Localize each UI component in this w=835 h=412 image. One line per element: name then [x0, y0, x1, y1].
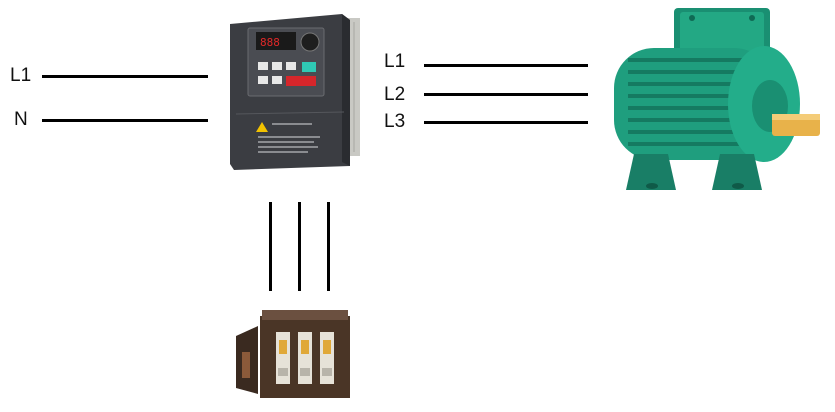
inverter-key — [272, 62, 282, 70]
output-wire-l1 — [424, 64, 588, 67]
control-wire-2 — [298, 202, 301, 291]
electric-motor — [614, 8, 820, 190]
inverter-run-key — [286, 76, 316, 86]
warning-triangle-icon — [256, 122, 268, 132]
control-wire-3 — [327, 202, 330, 291]
output-wire-l3 — [424, 121, 588, 124]
output-wire-l2 — [424, 93, 588, 96]
control-wire-1 — [269, 202, 272, 291]
selector-switch-contact — [320, 332, 334, 384]
frequency-inverter: 888 — [230, 14, 360, 170]
inverter-dial — [300, 32, 320, 52]
inverter-key — [272, 76, 282, 84]
output-label-l1: L1 — [384, 51, 406, 72]
inverter-display — [256, 32, 296, 50]
inverter-key — [258, 62, 268, 70]
selector-switch-contact — [276, 332, 290, 384]
input-label-l1: L1 — [10, 65, 32, 86]
output-label-l2: L2 — [384, 84, 406, 105]
output-label-l3: L3 — [384, 111, 406, 132]
motor-foot — [626, 154, 676, 190]
input-label-n: N — [14, 109, 28, 130]
input-wire-l1 — [42, 75, 208, 78]
inverter-display-digits: 888 — [260, 36, 280, 49]
input-wire-n — [42, 119, 208, 122]
motor-foot — [712, 154, 762, 190]
inverter-enter-key — [302, 62, 316, 72]
inverter-key — [286, 62, 296, 70]
inverter-key — [258, 76, 268, 84]
selector-switch — [236, 310, 350, 398]
selector-switch-contact — [298, 332, 312, 384]
